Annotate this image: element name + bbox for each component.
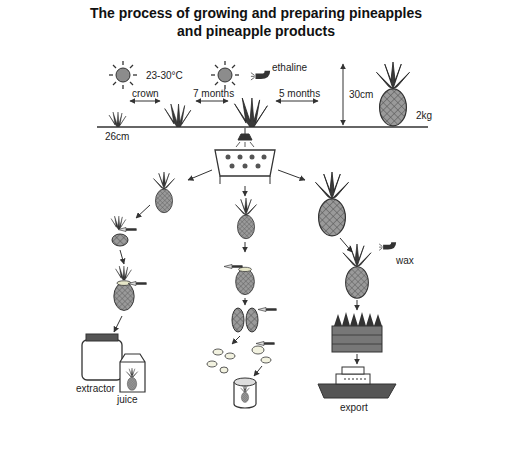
part-label: wax [396, 255, 414, 266]
part-label: export [340, 402, 368, 413]
part-label: extractor [76, 383, 115, 394]
part-label: 30cm [349, 89, 373, 100]
part-label: crown [132, 88, 159, 99]
part-label: 7 months [193, 88, 234, 99]
part-label: juice [117, 394, 138, 405]
part-label: 23-30°C [146, 70, 183, 81]
part-label: 26cm [105, 131, 129, 142]
part-label: ethaline [272, 62, 307, 73]
part-label: 5 months [279, 88, 320, 99]
diagram-title: The process of growing and preparing pin… [86, 4, 426, 40]
part-label: 2kg [416, 110, 432, 121]
